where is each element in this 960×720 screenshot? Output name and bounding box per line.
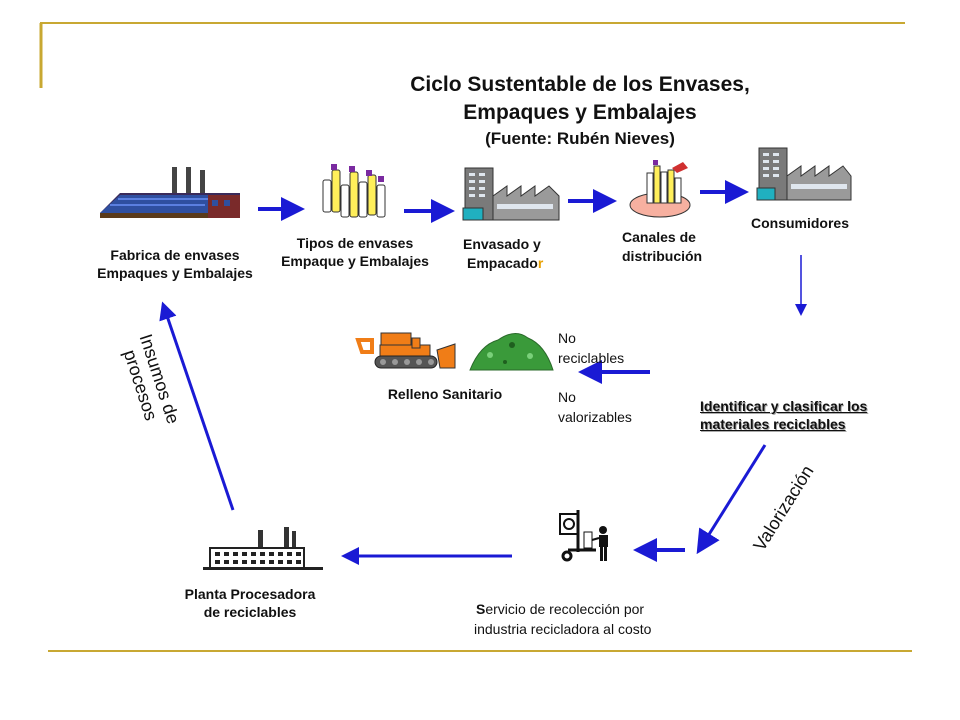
title-line-1: Ciclo Sustentable de los Envases,: [410, 73, 750, 96]
arrow-valorizacion: [696, 444, 767, 555]
label-no-valorizables-line1: No: [558, 389, 576, 405]
label-planta-line1: Planta Procesadora: [184, 586, 316, 602]
flow-arrows: [159, 180, 807, 565]
arrow-insumos: [159, 301, 235, 511]
consumer-building-icon: [756, 147, 852, 201]
label-envasado-line2: Empacado: [467, 255, 538, 271]
label-no-reciclables: No reciclables: [558, 328, 658, 368]
label-envasado-line2-end: r: [537, 255, 544, 271]
label-envasado-line1: Envasado y: [463, 236, 541, 252]
packaging-plant-icon: [462, 167, 560, 221]
label-servicio-line1: ervicio de recolección por: [485, 601, 645, 617]
label-identificar-line2: materiales reciclables: [700, 416, 846, 432]
label-tipos-line2: Empaque y Embalajes: [281, 253, 429, 269]
forklift-worker-icon: [559, 510, 608, 562]
label-canales-line1: Canales de: [622, 229, 696, 245]
label-fabrica-line2: Empaques y Embalajes: [97, 265, 253, 281]
title-line-2: Empaques y Embalajes: [463, 101, 697, 124]
label-fabrica: Fabrica de envases Empaques y Embalajes: [75, 246, 275, 282]
label-canales-line2: distribución: [622, 248, 703, 264]
label-planta: Planta Procesadora de reciclables: [160, 585, 340, 621]
label-canales: Canales de distribución: [605, 228, 725, 266]
hand-bottles-icon: [629, 160, 691, 218]
label-tipos-line1: Tipos de envases: [296, 235, 414, 251]
label-servicio: Servicio de recolección por industria re…: [474, 599, 714, 639]
label-envasado: Envasado y Empacador: [455, 235, 575, 273]
label-fabrica-line1: Fabrica de envases: [110, 247, 240, 263]
label-identificar-line1: Identificar y clasificar los: [700, 398, 868, 414]
slide-frame: [39, 22, 912, 652]
title-source: (Fuente: Rubén Nieves): [485, 129, 675, 148]
label-consumidores: Consumidores: [750, 215, 849, 231]
label-relleno: Relleno Sanitario: [387, 386, 503, 402]
label-servicio-initial: S: [476, 601, 486, 617]
label-tipos: Tipos de envases Empaque y Embalajes: [265, 234, 445, 270]
bulldozer-icon: [355, 332, 456, 369]
label-no-reciclables-line1: No: [558, 330, 576, 346]
waste-pile-icon: [469, 333, 554, 371]
bottles-icon: [322, 164, 386, 218]
label-no-valorizables-line2: valorizables: [558, 409, 632, 425]
label-no-reciclables-line2: reciclables: [558, 350, 625, 366]
label-no-valorizables: No valorizables: [558, 387, 658, 427]
label-servicio-line2: industria recicladora al costo: [474, 621, 652, 637]
label-planta-line2: de reciclables: [203, 604, 297, 620]
factory-icon: [100, 167, 240, 218]
processing-plant-icon: [203, 527, 323, 570]
label-identificar: Identificar y clasificar los materiales …: [700, 397, 910, 433]
